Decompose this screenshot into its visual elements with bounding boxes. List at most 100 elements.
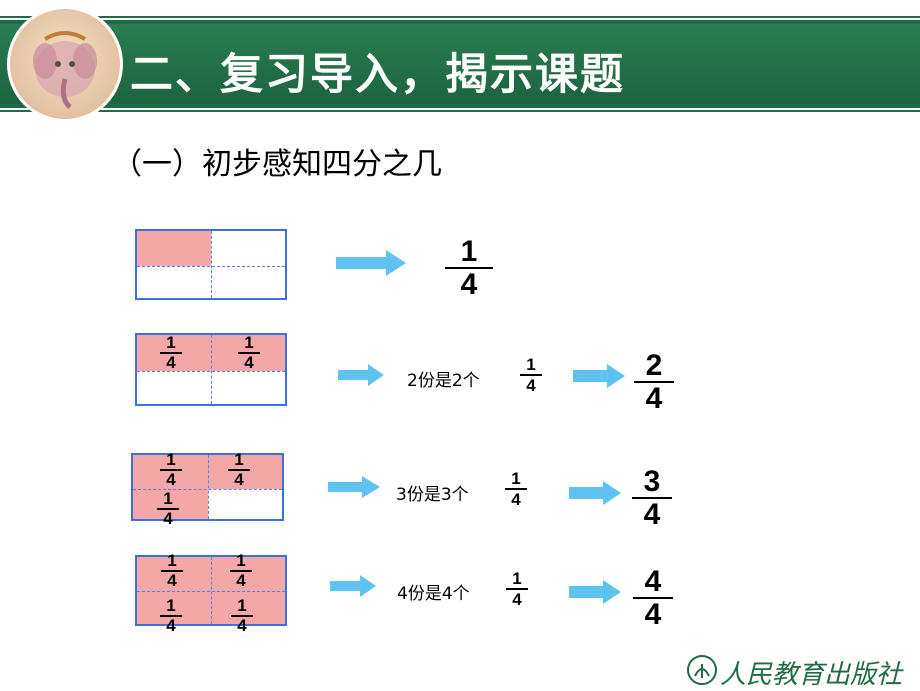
- banner-top-line: [0, 16, 920, 18]
- fraction-numerator: 1: [166, 596, 176, 615]
- fraction-grid-2: [135, 333, 287, 406]
- fraction-denominator: 4: [166, 353, 176, 372]
- fraction-numerator: 3: [643, 465, 661, 498]
- cell-fraction: 1 4: [157, 490, 179, 528]
- result-fraction-3: 3 4: [632, 466, 672, 530]
- grid-divider: [137, 591, 285, 592]
- fraction-numerator: 1: [236, 551, 246, 570]
- cell-fraction: 1 4: [238, 334, 260, 372]
- fraction-denominator: 4: [244, 353, 254, 372]
- grid-divider: [208, 455, 209, 519]
- fraction-denominator: 4: [163, 509, 173, 528]
- cell-fraction: 1 4: [228, 451, 250, 489]
- fraction-bar: [520, 374, 542, 376]
- unit-fraction: 1 4: [520, 355, 542, 395]
- fraction-denominator: 4: [643, 498, 661, 531]
- fraction-numerator: 1: [234, 450, 244, 469]
- fraction-bar: [505, 488, 527, 490]
- fraction-bar: [160, 469, 182, 471]
- fraction-bar: [228, 469, 250, 471]
- fraction-bar: [157, 508, 179, 510]
- count-label: 3份是3个: [396, 485, 469, 505]
- shaded-cell: [133, 455, 282, 489]
- fraction-denominator: 4: [526, 376, 536, 395]
- result-fraction-4: 4 4: [633, 566, 673, 630]
- cell-fraction: 1 4: [160, 451, 182, 489]
- cell-fraction: 1 4: [160, 597, 182, 635]
- banner-bottom-line: [0, 110, 920, 112]
- section-subtitle: （一）初步感知四分之几: [112, 147, 442, 182]
- cell-fraction: 1 4: [230, 552, 252, 590]
- fraction-bar: [238, 352, 260, 354]
- shaded-cell: [133, 489, 208, 519]
- right-arrow-icon: [569, 580, 621, 604]
- banner-band-inner: [0, 24, 920, 104]
- fraction-numerator: 1: [237, 596, 247, 615]
- fraction-numerator: 1: [512, 569, 522, 588]
- shaded-cell: [137, 231, 211, 266]
- title-banner: 二、复习导入，揭示课题: [0, 0, 920, 122]
- result-fraction-2: 2 4: [634, 350, 674, 414]
- unit-fraction: 1 4: [506, 569, 528, 609]
- fraction-denominator: 4: [237, 616, 247, 635]
- fraction-denominator: 4: [236, 571, 246, 590]
- fraction-bar: [506, 588, 528, 590]
- fraction-bar: [633, 597, 673, 599]
- fraction-numerator: 4: [644, 565, 662, 598]
- cell-fraction: 1 4: [160, 334, 182, 372]
- fraction-numerator: 1: [460, 235, 478, 268]
- fraction-denominator: 4: [234, 470, 244, 489]
- fraction-denominator: 4: [460, 268, 478, 301]
- grid-divider: [137, 371, 285, 372]
- fraction-numerator: 1: [244, 333, 254, 352]
- fraction-denominator: 4: [166, 470, 176, 489]
- cell-fraction: 1 4: [161, 552, 183, 590]
- fraction-numerator: 1: [166, 333, 176, 352]
- fraction-denominator: 4: [166, 616, 176, 635]
- fraction-bar: [161, 570, 183, 572]
- grid-divider: [137, 266, 285, 267]
- fraction-denominator: 4: [645, 382, 663, 415]
- fraction-grid-3: [131, 453, 284, 521]
- fraction-numerator: 1: [526, 355, 536, 374]
- cell-fraction: 1 4: [231, 597, 253, 635]
- fraction-bar: [445, 267, 493, 269]
- fraction-denominator: 4: [644, 598, 662, 631]
- result-fraction-1: 1 4: [445, 236, 493, 300]
- right-arrow-icon: [338, 364, 384, 386]
- unit-fraction: 1 4: [505, 469, 527, 509]
- fraction-numerator: 1: [163, 489, 173, 508]
- right-arrow-icon: [336, 250, 406, 276]
- fraction-grid-1: [135, 229, 287, 300]
- fraction-numerator: 1: [511, 469, 521, 488]
- count-label: 2份是2个: [407, 371, 480, 391]
- grid-divider: [211, 557, 212, 624]
- fraction-bar: [231, 615, 253, 617]
- fraction-bar: [634, 381, 674, 383]
- grid-divider: [133, 489, 282, 490]
- fraction-bar: [160, 352, 182, 354]
- elephant-logo-icon: [7, 6, 123, 122]
- fraction-numerator: 2: [645, 349, 663, 382]
- fraction-numerator: 1: [166, 450, 176, 469]
- fraction-denominator: 4: [167, 571, 177, 590]
- fraction-bar: [160, 615, 182, 617]
- page-title: 二、复习导入，揭示课题: [130, 50, 625, 100]
- fraction-bar: [632, 497, 672, 499]
- right-arrow-icon: [569, 481, 621, 505]
- fraction-numerator: 1: [167, 551, 177, 570]
- right-arrow-icon: [328, 476, 380, 498]
- count-label: 4份是4个: [397, 584, 470, 604]
- publisher-logo-icon: [687, 655, 717, 685]
- fraction-bar: [230, 570, 252, 572]
- fraction-denominator: 4: [512, 590, 522, 609]
- grid-divider: [211, 335, 212, 404]
- right-arrow-icon: [573, 364, 625, 388]
- publisher-name: 人民教育出版社: [720, 660, 903, 690]
- grid-divider: [211, 231, 212, 298]
- elephant-drawing: [33, 31, 97, 109]
- fraction-grid-4: [135, 555, 287, 626]
- right-arrow-icon: [330, 575, 376, 597]
- fraction-denominator: 4: [511, 490, 521, 509]
- publisher-footer: 人民教育出版社: [684, 650, 920, 690]
